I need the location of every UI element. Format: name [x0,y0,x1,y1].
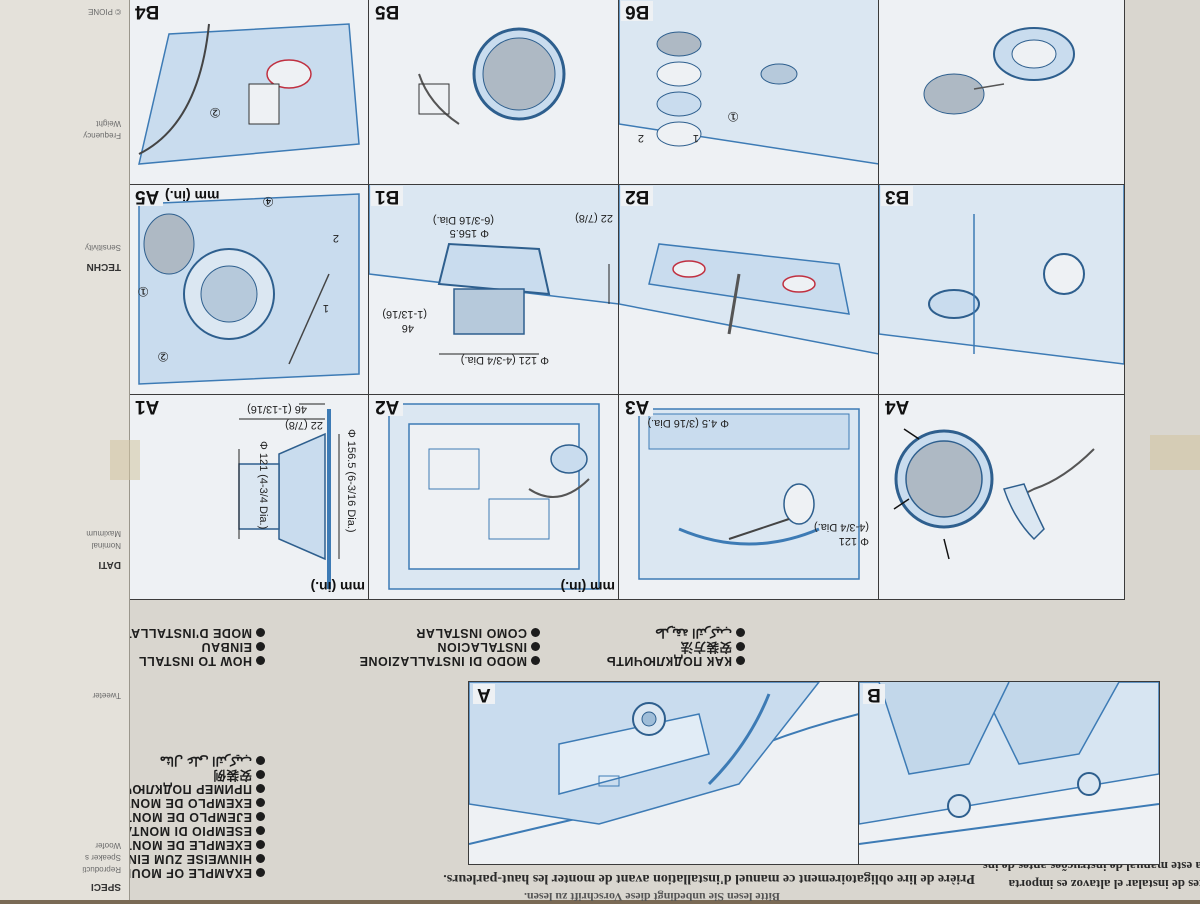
b1-flange-dim: 22 (7/8) [575,212,613,224]
tape-strip-left [1150,435,1200,470]
dati-heading: DATI [98,559,121,570]
install-heading-zh: 安装方法 [606,640,745,654]
spec-note-7: Frequency [83,131,121,140]
panel-a1: Φ 156.5 (6-3/16 Dia.) Φ 121 (4-3/4 Dia.)… [128,393,370,600]
b1-depth-dim: 46 [401,322,414,334]
b1-outer-dim: Φ 156.5 [449,227,489,239]
panel-b-extra-assembly [923,27,1075,115]
spec-note-1: Speaker s [84,853,121,862]
spec-note-6: Sensitivity [84,243,121,252]
panel-a3-door-panel [638,408,860,580]
panel-a1-label: A1 [131,396,164,417]
panel-b5-label: B5 [371,1,404,22]
panel-a5: ① ② ④ 1 2 A5 mm (in.) [128,183,370,395]
install-headings-col3: КАК ПОДКЛЮЧИТЬ 安装方法 طريقة التركيب [606,626,745,668]
install-headings-col2: MODO DI INSTALLAZIONE INSTALACION COMO I… [359,626,540,668]
panel-b2-label: B2 [621,186,654,207]
panel-b-extra [878,0,1125,185]
panel-b5: B5 [368,0,620,185]
panel-b4: ② B4 [128,0,370,185]
b1-outer-inch: (6-3/16 Dia.) [432,214,494,226]
a5-step-1: 1 [322,302,329,314]
a5-callout-c4: ④ [262,194,274,209]
panel-b6-exploded-view [619,0,879,165]
a1-unit: mm (in.) [310,579,365,595]
panel-a2-door-cutout [388,403,600,590]
tape-strip-right [110,440,140,480]
a1-inner-dim: Φ 121 (4-3/4 Dia.) [257,441,269,530]
panel-b2: B2 [618,183,880,395]
panel-a4: A4 [878,393,1125,600]
spec-note-4: Nominal [91,541,121,550]
a1-outer-dim: Φ 156.5 (6-3/16 Dia.) [345,429,357,533]
spec-note-2: Woofer [95,841,121,850]
a1-depth-dim: 46 (1-13/16) [247,403,307,415]
a3-screw-dim: Φ 4.5 (3/16 Dia.) [647,417,729,429]
install-heading-ar: طريقة التركيب [606,626,745,640]
techn-heading: TECHN [86,261,121,272]
install-heading-pt: COMO INSTALAR [359,626,540,640]
panel-a3-label: A3 [621,396,654,417]
install-heading-ru: КАК ПОДКЛЮЧИТЬ [606,654,745,668]
intro-spanish: Antes de instalar el altavoz es importa [1008,877,1200,892]
panel-a5-label: A5 [131,186,164,207]
panel-a4-label: A4 [881,396,914,417]
a1-flange-dim: 22 (7/8) [285,419,323,431]
spec-heading: SPECI [90,881,121,892]
panel-a2-label: A2 [371,396,404,417]
a5-callout-c2: ② [157,349,169,364]
panel-b4-wiring [138,23,360,165]
a2-hole-dim: Φ 121 [838,535,869,547]
a5-step-2: 2 [332,232,339,244]
panel-b3-label: B3 [881,186,914,207]
b1-depth-inch: (1-13/16) [382,308,427,320]
panel-a-label: A [473,684,495,705]
panel-b5-grille-removal [418,27,566,125]
a5-unit: mm (in.) [165,188,220,204]
panel-a5-speaker-mount [129,184,369,394]
b6-step-2: 2 [637,132,644,144]
panel-a: A [468,681,860,865]
b4-callout-c2: ② [209,105,221,120]
panel-b6-label: B6 [621,1,654,22]
panel-b2-rear-shelf [619,184,879,355]
panel-b4-label: B4 [131,1,164,22]
a5-callout-c1: ① [137,284,149,299]
panel-a1-speaker-section [238,403,340,589]
panel-b1-label: B1 [371,186,404,207]
b6-step-1: 1 [692,132,699,144]
panel-a3: Φ 121 (4-3/4 Dia.) Φ 4.5 (3/16 Dia.) A3 [618,393,880,600]
panel-b: B [858,681,1160,865]
b6-callout-c1: ① [727,109,739,124]
panel-b1-rear-deck-section [369,184,619,355]
pioneer-copyright: © PIONE [87,7,121,16]
spec-note-3: Tweeter [92,691,121,700]
panel-b-illustration [859,682,1159,845]
install-heading-it: MODO DI INSTALLAZIONE [359,654,540,668]
panel-b-label: B [863,684,885,705]
spec-note-0: Reproducti [82,865,121,874]
panel-b3-speaker-insert [879,184,1124,365]
panel-a4-grille-removal [893,428,1095,560]
b1-inner-dim: Φ 121 (4-3/4 Dia.) [460,354,549,366]
a2-hole-inch: (4-3/4 Dia.) [813,521,869,533]
intro-french: Prière de lire obligatoirement ce manuel… [443,871,975,886]
panel-a2: mm (in.) A2 [368,393,620,600]
panel-b3: B3 [878,183,1125,395]
a2-unit: mm (in.) [560,579,615,595]
spec-note-5: Maximum [86,529,121,538]
panel-a-illustration [469,682,859,845]
panel-b1: Φ 156.5 (6-3/16 Dia.) Φ 121 (4-3/4 Dia.)… [368,183,620,395]
panel-b6: ① 1 2 B6 [618,0,880,185]
spec-note-8: Weight [96,119,121,128]
intro-german: Bitte lesen Sie unbedingt diese Vorschri… [523,890,780,904]
install-heading-es: INSTALACION [359,640,540,654]
